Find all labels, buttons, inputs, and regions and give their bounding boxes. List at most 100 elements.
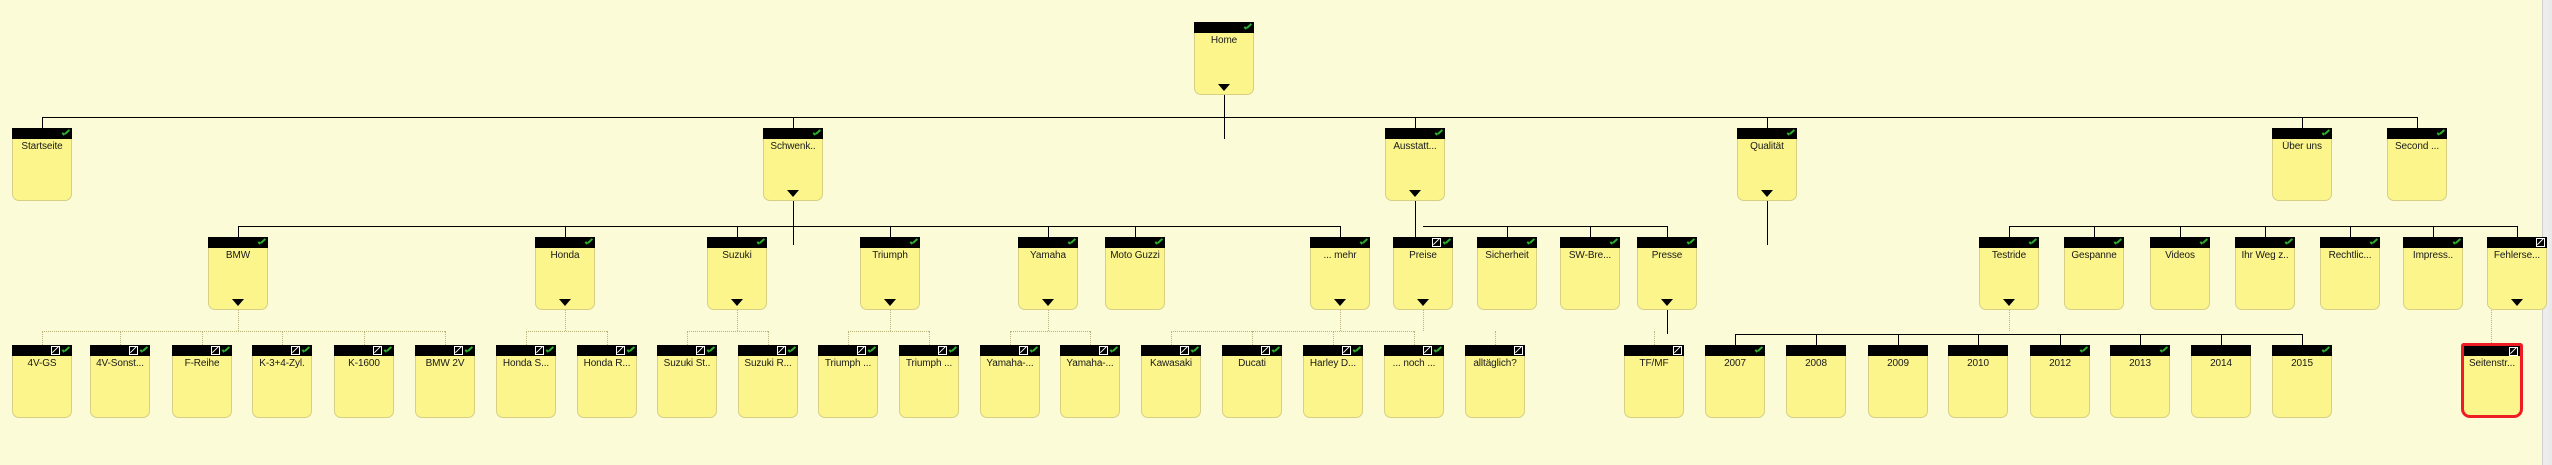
sitemap-node[interactable]: Gespanne: [2064, 237, 2124, 310]
sitemap-node[interactable]: Harley D...: [1303, 345, 1363, 418]
no-index-icon[interactable]: [938, 346, 947, 355]
check-icon[interactable]: [2370, 239, 2378, 247]
check-icon[interactable]: [1360, 239, 1368, 247]
sitemap-node[interactable]: 4V-Sonst...: [90, 345, 150, 418]
sitemap-node[interactable]: Ducati: [1222, 345, 1282, 418]
sitemap-node[interactable]: Kawasaki: [1141, 345, 1201, 418]
no-index-icon[interactable]: [1019, 346, 1028, 355]
sitemap-node[interactable]: Impress..: [2403, 237, 2463, 310]
check-icon[interactable]: [222, 347, 230, 355]
no-index-icon[interactable]: [1673, 346, 1682, 355]
no-index-icon[interactable]: [857, 346, 866, 355]
check-icon[interactable]: [1068, 239, 1076, 247]
check-icon[interactable]: [2453, 239, 2461, 247]
check-icon[interactable]: [627, 347, 635, 355]
sitemap-node[interactable]: Yamaha-...: [980, 345, 1040, 418]
check-icon[interactable]: [1244, 24, 1252, 32]
no-index-icon[interactable]: [51, 346, 60, 355]
sitemap-node[interactable]: Triumph ...: [818, 345, 878, 418]
no-index-icon[interactable]: [2509, 346, 2518, 356]
sitemap-node[interactable]: 2007: [1705, 345, 1765, 418]
sitemap-node[interactable]: Second ...: [2387, 128, 2447, 201]
sitemap-node[interactable]: ... noch ...: [1384, 345, 1444, 418]
sitemap-node[interactable]: Suzuki St..: [657, 345, 717, 418]
check-icon[interactable]: [2200, 239, 2208, 247]
check-icon[interactable]: [1155, 239, 1163, 247]
sitemap-node[interactable]: Ihr Weg z..: [2235, 237, 2295, 310]
check-icon[interactable]: [1527, 239, 1535, 247]
check-icon[interactable]: [2160, 347, 2168, 355]
no-index-icon[interactable]: [454, 346, 463, 355]
no-index-icon[interactable]: [696, 346, 705, 355]
sitemap-node[interactable]: ... mehr: [1310, 237, 1370, 310]
check-icon[interactable]: [62, 347, 70, 355]
sitemap-node[interactable]: Triumph ...: [899, 345, 959, 418]
sitemap-node[interactable]: Über uns: [2272, 128, 2332, 201]
check-icon[interactable]: [1030, 347, 1038, 355]
check-icon[interactable]: [585, 239, 593, 247]
sitemap-node[interactable]: Presse: [1637, 237, 1697, 310]
sitemap-node[interactable]: Sicherheit: [1477, 237, 1537, 310]
no-index-icon[interactable]: [1342, 346, 1351, 355]
check-icon[interactable]: [2029, 239, 2037, 247]
check-icon[interactable]: [949, 347, 957, 355]
sitemap-node[interactable]: K-3+4-Zyl.: [252, 345, 312, 418]
check-icon[interactable]: [62, 130, 70, 138]
sitemap-node[interactable]: Moto Guzzi: [1105, 237, 1165, 310]
check-icon[interactable]: [258, 239, 266, 247]
check-icon[interactable]: [546, 347, 554, 355]
no-index-icon[interactable]: [373, 346, 382, 355]
no-index-icon[interactable]: [1432, 238, 1441, 247]
sitemap-node[interactable]: 2013: [2110, 345, 2170, 418]
check-icon[interactable]: [465, 347, 473, 355]
check-icon[interactable]: [1434, 347, 1442, 355]
sitemap-node[interactable]: K-1600: [334, 345, 394, 418]
check-icon[interactable]: [813, 130, 821, 138]
check-icon[interactable]: [2437, 130, 2445, 138]
check-icon[interactable]: [384, 347, 392, 355]
sitemap-node[interactable]: SW-Bre...: [1560, 237, 1620, 310]
sitemap-node[interactable]: Yamaha-...: [1060, 345, 1120, 418]
sitemap-node[interactable]: 4V-GS: [12, 345, 72, 418]
sitemap-node[interactable]: Seitenstr...: [2461, 343, 2523, 418]
check-icon[interactable]: [910, 239, 918, 247]
sitemap-node[interactable]: 2012: [2030, 345, 2090, 418]
sitemap-node[interactable]: Honda S...: [496, 345, 556, 418]
no-index-icon[interactable]: [211, 346, 220, 355]
check-icon[interactable]: [1272, 347, 1280, 355]
sitemap-node[interactable]: Startseite: [12, 128, 72, 201]
sitemap-node[interactable]: alltäglich?: [1465, 345, 1525, 418]
sitemap-node[interactable]: F-Reihe: [172, 345, 232, 418]
sitemap-node[interactable]: 2010: [1948, 345, 2008, 418]
sitemap-node[interactable]: Honda R...: [577, 345, 637, 418]
no-index-icon[interactable]: [1514, 346, 1523, 355]
check-icon[interactable]: [707, 347, 715, 355]
check-icon[interactable]: [757, 239, 765, 247]
check-icon[interactable]: [140, 347, 148, 355]
sitemap-node[interactable]: BMW 2V: [415, 345, 475, 418]
check-icon[interactable]: [302, 347, 310, 355]
no-index-icon[interactable]: [1180, 346, 1189, 355]
no-index-icon[interactable]: [1261, 346, 1270, 355]
sitemap-node[interactable]: 2015: [2272, 345, 2332, 418]
check-icon[interactable]: [2114, 239, 2122, 247]
check-icon[interactable]: [788, 347, 796, 355]
no-index-icon[interactable]: [535, 346, 544, 355]
check-icon[interactable]: [2080, 347, 2088, 355]
check-icon[interactable]: [1110, 347, 1118, 355]
check-icon[interactable]: [1687, 239, 1695, 247]
sitemap-node[interactable]: Videos: [2150, 237, 2210, 310]
no-index-icon[interactable]: [1423, 346, 1432, 355]
no-index-icon[interactable]: [777, 346, 786, 355]
check-icon[interactable]: [1353, 347, 1361, 355]
check-icon[interactable]: [2285, 239, 2293, 247]
check-icon[interactable]: [1191, 347, 1199, 355]
sitemap-node[interactable]: TF/MF: [1624, 345, 1684, 418]
check-icon[interactable]: [1443, 239, 1451, 247]
check-icon[interactable]: [868, 347, 876, 355]
no-index-icon[interactable]: [2536, 238, 2545, 247]
sitemap-node[interactable]: 2008: [1786, 345, 1846, 418]
sitemap-node[interactable]: 2009: [1868, 345, 1928, 418]
check-icon[interactable]: [2322, 347, 2330, 355]
